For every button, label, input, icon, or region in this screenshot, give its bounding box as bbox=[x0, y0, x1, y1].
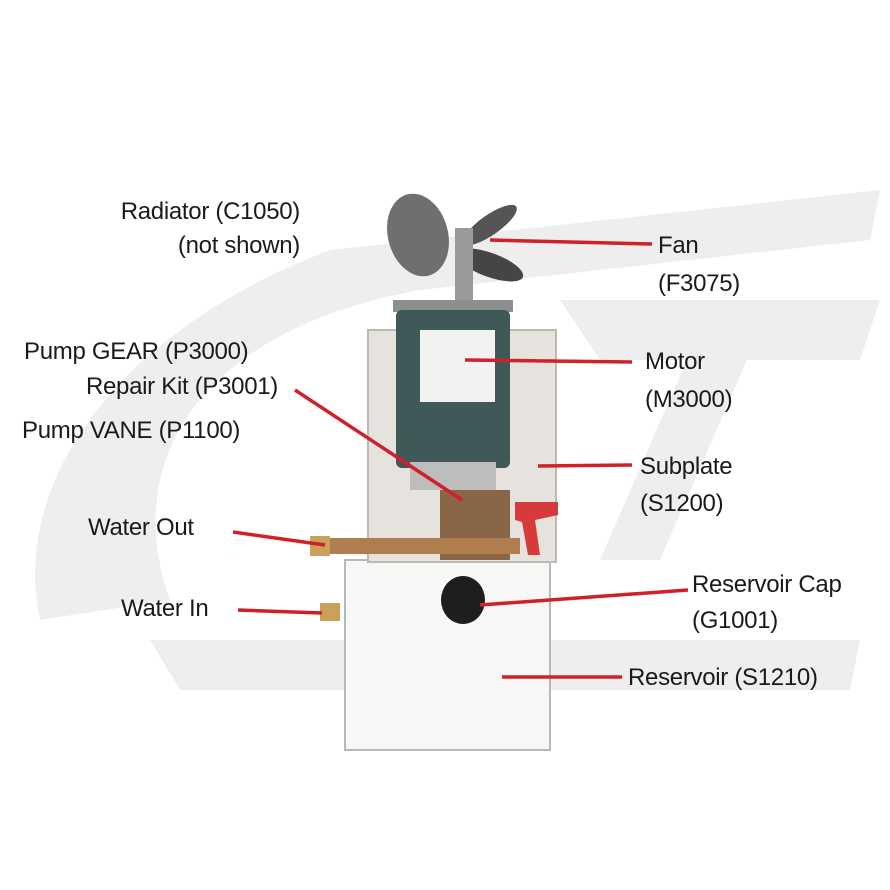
label-reservoir-cap: Reservoir Cap bbox=[692, 571, 842, 598]
leader-water-out bbox=[232, 530, 326, 547]
label-subplate-part: (S1200) bbox=[640, 490, 724, 517]
leader-reservoir-cap bbox=[479, 588, 689, 607]
label-radiator: Radiator (C1050) bbox=[120, 198, 301, 225]
leader-water-in bbox=[237, 608, 323, 615]
fan bbox=[387, 193, 524, 303]
label-motor: Motor bbox=[645, 348, 705, 375]
label-fan: Fan bbox=[658, 232, 699, 259]
pump-assembly bbox=[310, 490, 558, 624]
label-motor-part: (M3000) bbox=[645, 386, 733, 413]
label-water-in: Water In bbox=[121, 595, 209, 622]
label-radiator-note: (not shown) bbox=[177, 232, 300, 259]
label-reservoir: Reservoir (S1210) bbox=[628, 664, 818, 691]
label-fan-part: (F3075) bbox=[658, 270, 740, 297]
label-water-out: Water Out bbox=[88, 514, 194, 541]
label-pump-gear: Pump GEAR (P3000) bbox=[24, 338, 249, 365]
leader-fan bbox=[489, 238, 653, 246]
motor bbox=[393, 300, 513, 490]
leader-pump bbox=[294, 388, 463, 502]
label-pump-vane: Pump VANE (P1100) bbox=[22, 417, 241, 444]
leader-subplate bbox=[537, 463, 633, 468]
label-reservoir-cap-part: (G1001) bbox=[692, 607, 778, 634]
label-repair-kit: Repair Kit (P3001) bbox=[85, 373, 278, 400]
leader-motor bbox=[464, 358, 633, 364]
label-subplate: Subplate bbox=[640, 453, 733, 480]
leader-lines bbox=[232, 238, 689, 679]
